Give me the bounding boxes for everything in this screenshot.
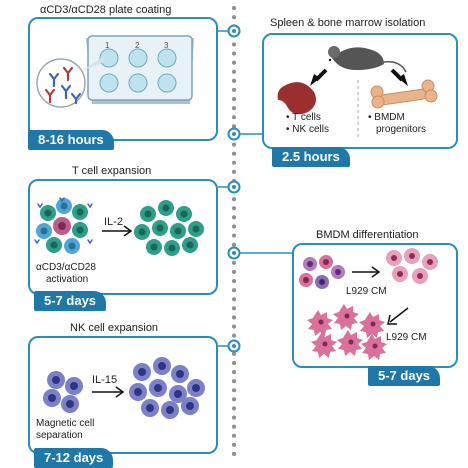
isolation-duration-badge: 2.5 hours bbox=[272, 147, 350, 167]
t-cell-title: T cell expansion bbox=[72, 165, 152, 177]
t-cell-duration-badge: 5-7 days bbox=[34, 291, 107, 311]
t-cell-activation-line-1: αCD3/αCD28 bbox=[36, 262, 96, 273]
bmdm-medium-label-2: L929 CM bbox=[386, 332, 427, 343]
t-cell-cytokine-label: IL-2 bbox=[104, 216, 123, 228]
isolation-left-item-2: • NK cells bbox=[286, 124, 329, 135]
nk-cell-title: NK cell expansion bbox=[70, 322, 159, 334]
intermediate-cells-icon bbox=[386, 248, 438, 284]
expanded-t-cells-icon bbox=[134, 200, 204, 256]
isolation-right-item-2: progenitors bbox=[376, 124, 427, 135]
isolation-left-item-1: • T cells bbox=[286, 112, 321, 123]
plate-coating-title: αCD3/αCD28 plate coating bbox=[40, 4, 172, 16]
nk-cell-separation-line-2: separation bbox=[36, 430, 83, 441]
t-cell-activation-line-2: activation bbox=[46, 274, 89, 285]
nk-cell-duration-badge: 7-12 days bbox=[34, 448, 114, 468]
well-number-2: 2 bbox=[135, 41, 140, 50]
timeline-node-4 bbox=[227, 246, 241, 260]
antibody-zoom-icon bbox=[36, 58, 86, 108]
well-number-1: 1 bbox=[105, 41, 110, 50]
timeline-node-3 bbox=[227, 180, 241, 194]
spleen-icon bbox=[277, 82, 316, 115]
bmdm-title: BMDM differentiation bbox=[316, 229, 419, 241]
timeline-node-2 bbox=[227, 127, 241, 141]
activated-t-cells-icon bbox=[34, 197, 93, 254]
nk-cells-isolated-icon bbox=[43, 371, 83, 413]
bmdm-duration-badge: 5-7 days bbox=[368, 366, 441, 386]
mouse-icon bbox=[328, 46, 407, 73]
well-plate bbox=[86, 35, 194, 104]
isolation-title: Spleen & bone marrow isolation bbox=[270, 17, 426, 29]
plate-coating-duration-badge: 8-16 hours bbox=[28, 130, 114, 150]
isolation-right-item-1: • BMDM bbox=[368, 112, 405, 123]
bone-icon bbox=[370, 79, 438, 109]
timeline-node-1 bbox=[227, 24, 241, 38]
nk-cell-separation-line-1: Magnetic cell bbox=[36, 418, 95, 429]
bmdm-medium-label-1: L929 CM bbox=[346, 286, 387, 297]
t-cell-panel bbox=[28, 179, 218, 295]
nk-cells-expanded-icon bbox=[129, 357, 205, 419]
well-number-3: 3 bbox=[164, 41, 169, 50]
timeline-node-5 bbox=[227, 339, 241, 353]
progenitor-cells-icon bbox=[299, 255, 345, 289]
nk-cell-cytokine-label: IL-15 bbox=[92, 374, 118, 386]
